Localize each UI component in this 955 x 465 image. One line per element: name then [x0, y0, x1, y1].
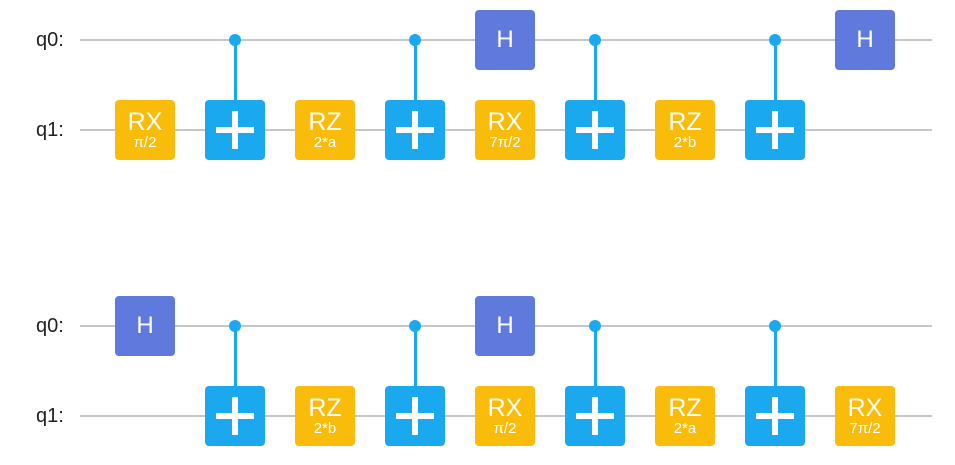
gate-parameter: 7π/2: [849, 420, 881, 437]
cnot-target-gate: [205, 100, 265, 160]
gate-name: RZ: [308, 108, 342, 136]
cnot-control-line: [593, 40, 597, 130]
plus-icon: [216, 413, 254, 419]
cnot-target-gate: [205, 386, 265, 446]
gate-name: H: [136, 312, 154, 339]
gate-name: RX: [847, 394, 883, 422]
plus-icon: [216, 127, 254, 133]
cnot-control-dot: [229, 34, 241, 46]
plus-icon: [756, 413, 794, 419]
gate-name: H: [496, 312, 514, 339]
gate-parameter: 2*b: [313, 420, 337, 437]
gate-name: RX: [127, 108, 163, 136]
cnot-control-line: [773, 40, 777, 130]
gate-name: RZ: [308, 394, 342, 422]
cnot-target-gate: [745, 100, 805, 160]
hadamard-gate: H: [475, 10, 535, 70]
cnot-control-line: [413, 326, 417, 416]
cnot-control-dot: [589, 34, 601, 46]
cnot-control-dot: [589, 320, 601, 332]
cnot-target-gate: [565, 100, 625, 160]
gate-name: RX: [487, 108, 523, 136]
gate-name: RX: [487, 394, 523, 422]
gate-parameter: 7π/2: [489, 134, 521, 151]
cnot-target-gate: [385, 100, 445, 160]
qubit-label: q0:: [36, 29, 64, 51]
cnot-target-gate: [385, 386, 445, 446]
cnot-control-line: [233, 326, 237, 416]
gate-parameter: 2*b: [673, 134, 697, 151]
cnot-control-dot: [229, 320, 241, 332]
cnot-control-dot: [769, 34, 781, 46]
cnot-control-line: [233, 40, 237, 130]
gate-name: RZ: [668, 394, 702, 422]
gate-name: H: [496, 26, 514, 53]
cnot-target-gate: [745, 386, 805, 446]
hadamard-gate: H: [115, 296, 175, 356]
plus-icon: [396, 127, 434, 133]
cnot-control-line: [413, 40, 417, 130]
gate-parameter: π/2: [133, 134, 157, 151]
cnot-control-dot: [409, 320, 421, 332]
hadamard-gate: H: [835, 10, 895, 70]
gate-parameter: 2*a: [313, 134, 337, 151]
qubit-label: q1:: [36, 119, 64, 141]
cnot-target-gate: [565, 386, 625, 446]
plus-icon: [396, 413, 434, 419]
cnot-control-dot: [409, 34, 421, 46]
cnot-control-line: [773, 326, 777, 416]
qubit-label: q1:: [36, 405, 64, 427]
plus-icon: [756, 127, 794, 133]
gate-parameter: π/2: [493, 420, 517, 437]
cnot-control-line: [593, 326, 597, 416]
gate-parameter: 2*a: [673, 420, 697, 437]
gate-name: H: [856, 26, 874, 53]
qubit-label: q0:: [36, 315, 64, 337]
gate-name: RZ: [668, 108, 702, 136]
hadamard-gate: H: [475, 296, 535, 356]
plus-icon: [576, 127, 614, 133]
cnot-control-dot: [769, 320, 781, 332]
plus-icon: [576, 413, 614, 419]
